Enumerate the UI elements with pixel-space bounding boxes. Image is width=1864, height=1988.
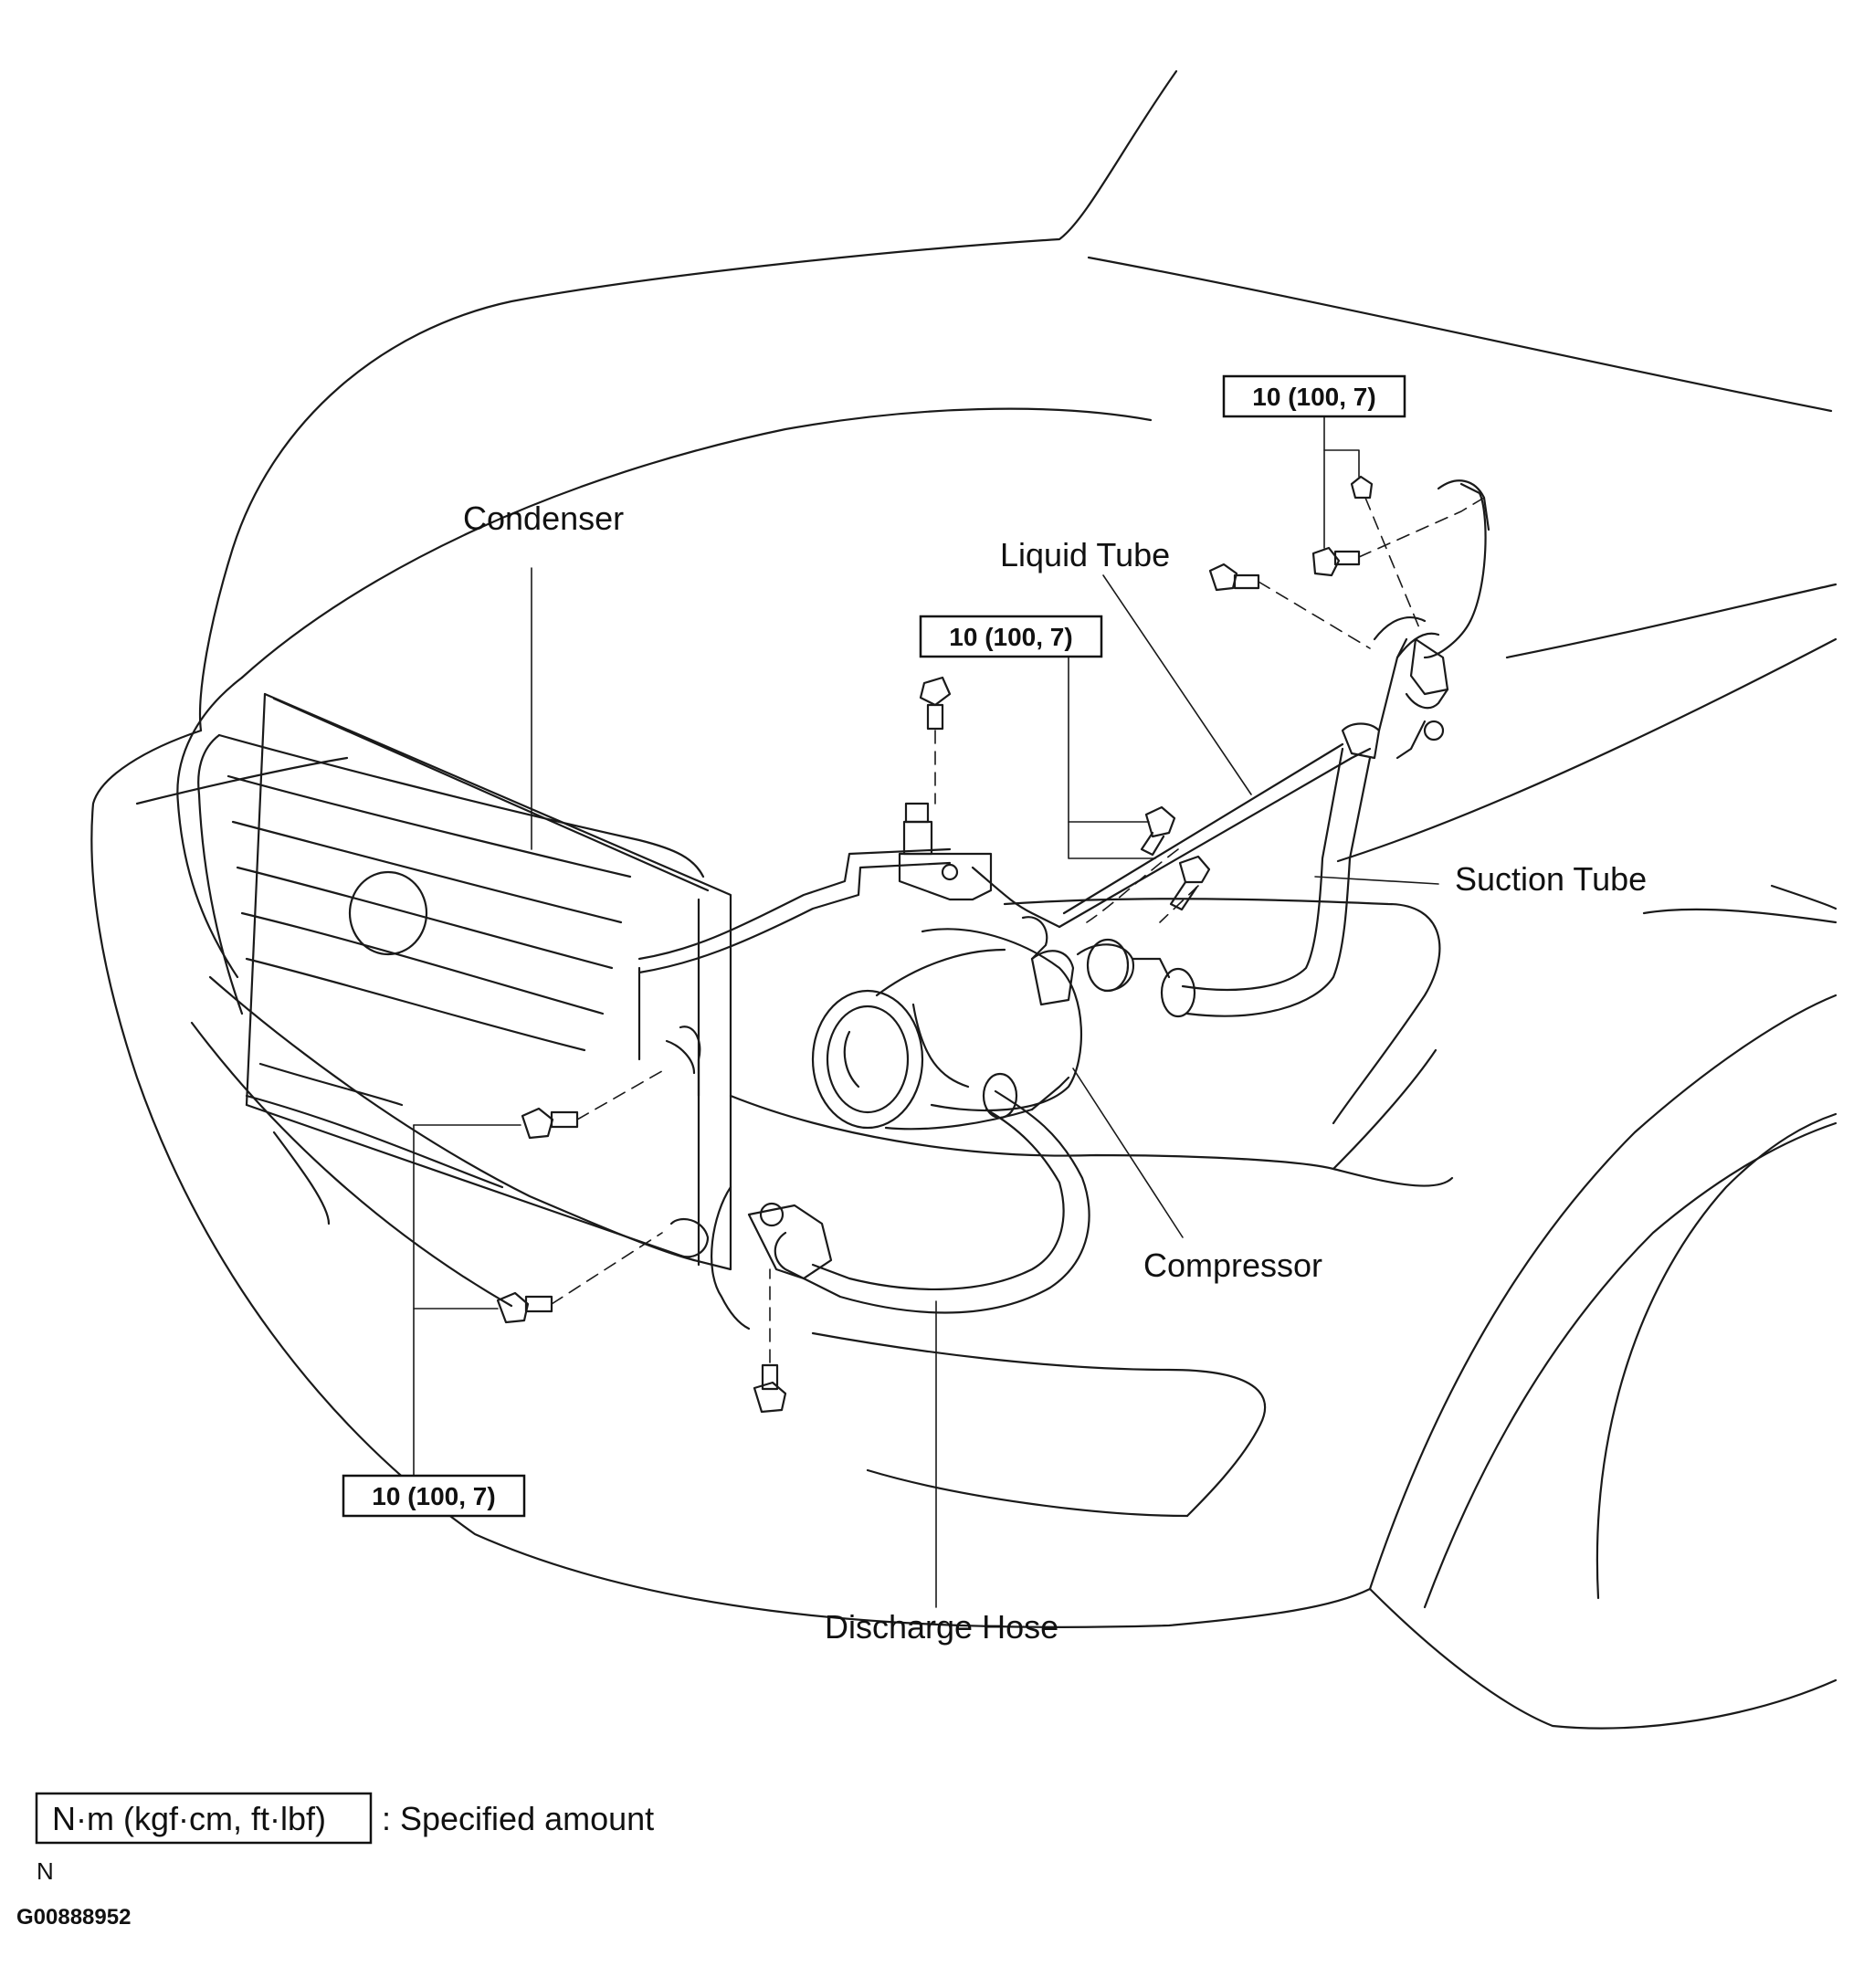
bolt-top-left: [1208, 563, 1260, 592]
discharge-hose: [711, 1003, 1090, 1331]
torque-spec-bottom-left: 10 (100, 7): [342, 1474, 526, 1518]
discharge-hose-label: Discharge Hose: [825, 1608, 1058, 1646]
suction-tube-label: Suction Tube: [1455, 860, 1647, 898]
legend-note: N: [37, 1857, 54, 1885]
torque-spec-top-right: 10 (100, 7): [1222, 374, 1406, 418]
compressor: [811, 916, 1135, 1131]
compressor-label: Compressor: [1143, 1246, 1322, 1284]
bolt-center-top: [919, 676, 952, 731]
torque-value: 10 (100, 7): [372, 1482, 495, 1510]
bolt-condenser-upper: [521, 1107, 579, 1140]
legend: N·m (kgf·cm, ft·lbf) : Specified amount …: [35, 1792, 654, 1885]
bolt-condenser-lower: [496, 1291, 553, 1324]
bolt-discharge-bottom: [753, 1363, 787, 1414]
condenser: [245, 692, 732, 1271]
bolt-center-lower: [1169, 855, 1211, 911]
bolt-top-right-upper: [1350, 475, 1374, 500]
liquid-tube: [637, 742, 1372, 974]
legend-description: : Specified amount: [382, 1800, 654, 1837]
torque-value: 10 (100, 7): [1252, 383, 1375, 411]
suction-tube: [1131, 479, 1490, 1018]
bolt-center-upper: [1140, 805, 1176, 857]
legend-unit: N·m (kgf·cm, ft·lbf): [52, 1800, 326, 1837]
torque-spec-center: 10 (100, 7): [919, 615, 1103, 658]
torque-value: 10 (100, 7): [949, 623, 1072, 651]
leader-lines: [413, 415, 1439, 1608]
condenser-label: Condenser: [463, 500, 624, 537]
vehicle-body-outline: [90, 69, 1838, 1730]
figure-code: G00888952: [16, 1905, 131, 1930]
front-grille: [197, 733, 705, 1189]
installation-guide-lines: [551, 497, 1485, 1363]
bolt-top-right-lower: [1311, 546, 1361, 577]
liquid-tube-label: Liquid Tube: [1000, 536, 1170, 573]
